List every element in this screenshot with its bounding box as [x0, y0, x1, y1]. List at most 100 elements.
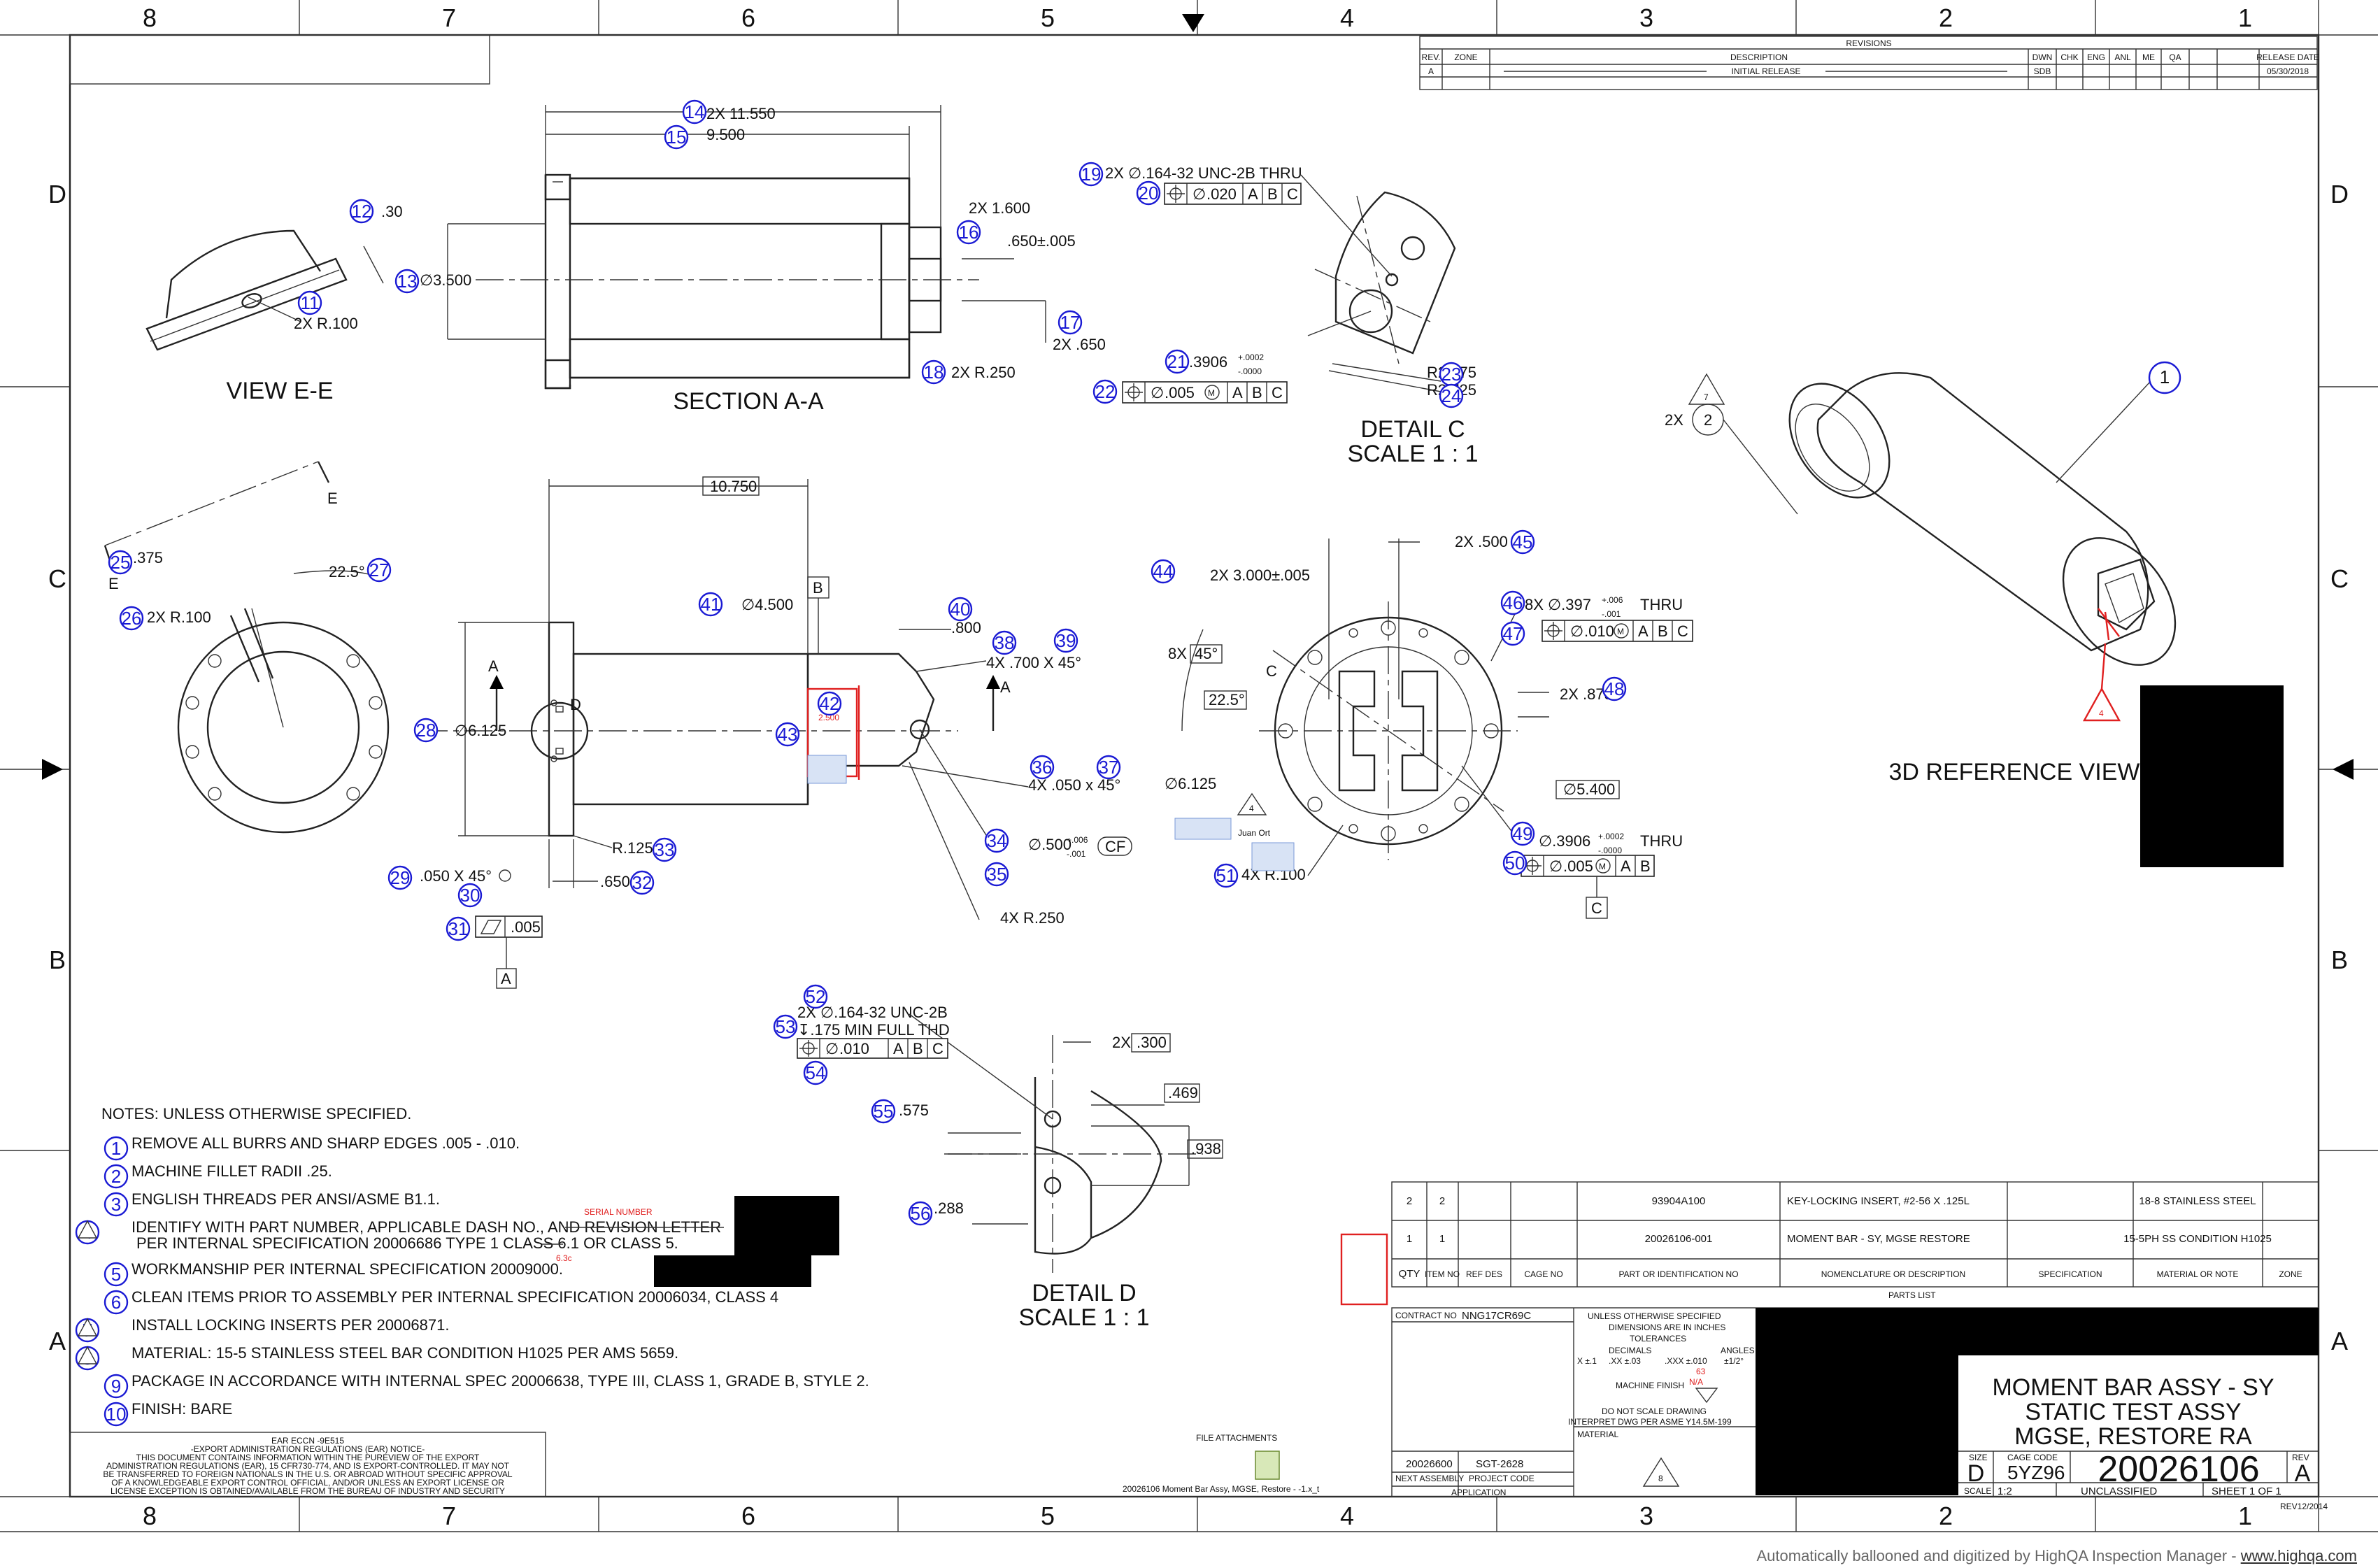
inspection-balloon[interactable]: 56 — [908, 1201, 933, 1226]
inspection-balloon[interactable]: 47 — [1500, 621, 1525, 646]
inspection-balloon[interactable]: 33 — [652, 837, 677, 862]
inspection-balloon[interactable]: 18 — [921, 359, 946, 385]
inspection-balloon[interactable]: 16 — [956, 220, 981, 245]
svg-text:DECIMALS: DECIMALS — [1609, 1346, 1651, 1355]
zone-col-1: 1 — [2238, 3, 2252, 32]
inspection-balloon[interactable]: 55 — [871, 1099, 896, 1124]
fcf-31-flatness: .005 — [475, 915, 543, 938]
inspection-balloon[interactable]: 11 — [297, 290, 322, 315]
inspection-balloon[interactable]: 48 — [1602, 676, 1627, 701]
inspection-balloon[interactable]: 44 — [1151, 559, 1176, 584]
svg-text:QTY: QTY — [1399, 1268, 1421, 1280]
svg-text:.020: .020 — [1206, 185, 1237, 203]
svg-text:.650±.005: .650±.005 — [1007, 232, 1076, 250]
inspection-balloon[interactable]: 20 — [1136, 180, 1161, 206]
balloon-circle — [984, 862, 1009, 887]
balloon-circle — [1213, 863, 1239, 888]
inspection-balloon[interactable]: 46 — [1500, 590, 1525, 615]
svg-text:2: 2 — [1439, 1195, 1445, 1207]
inspection-balloon[interactable]: 13 — [394, 269, 420, 294]
balloon-circle — [1602, 676, 1627, 701]
balloon-number: 24 — [1441, 385, 1462, 406]
svg-text:∅.3906: ∅.3906 — [1539, 832, 1590, 850]
rev-row-date: 05/30/2018 — [2267, 66, 2309, 76]
inspection-balloon[interactable]: 49 — [1510, 821, 1535, 846]
inspection-balloon[interactable]: 26 — [119, 606, 144, 631]
svg-text:22.5°: 22.5° — [329, 563, 365, 580]
inspection-balloon[interactable]: 23 — [1439, 362, 1464, 387]
svg-text:A: A — [1000, 678, 1011, 696]
balloon-number: 43 — [778, 724, 798, 745]
svg-text:CF: CF — [1105, 838, 1125, 855]
inspection-balloon[interactable]: 24 — [1439, 383, 1464, 408]
inspection-balloon[interactable]: 30 — [457, 883, 483, 908]
inspection-balloon[interactable]: 22 — [1092, 379, 1118, 404]
inspection-balloon[interactable]: 25 — [108, 550, 133, 575]
zone-col-4: 4 — [1340, 3, 1354, 32]
detail-c: 2X ∅.164-32 UNC-2B THRU .3906 +.0002 -.0… — [1105, 164, 1479, 467]
balloon-circle — [1151, 559, 1176, 584]
inspection-balloon[interactable]: 6 — [104, 1290, 129, 1315]
inspection-balloon[interactable]: 15 — [664, 124, 689, 150]
inspection-balloon[interactable]: 31 — [446, 916, 471, 941]
inspection-balloon[interactable]: 10 — [104, 1402, 129, 1427]
svg-text:PROJECT CODE: PROJECT CODE — [1469, 1474, 1535, 1483]
inspection-balloon[interactable]: 41 — [698, 592, 723, 617]
inspection-balloon[interactable]: 54 — [803, 1060, 828, 1085]
inspection-balloon[interactable]: 2 — [104, 1164, 129, 1189]
svg-text:2X .650: 2X .650 — [1053, 336, 1106, 353]
inspection-balloon[interactable]: 34 — [984, 828, 1009, 853]
svg-text:-EXPORT ADMINISTRATION REGULAT: -EXPORT ADMINISTRATION REGULATIONS (EAR)… — [191, 1444, 425, 1454]
balloon-circle — [1096, 755, 1121, 780]
fcf-22: ∅ .005 M A B C — [1122, 381, 1288, 404]
note-8: MATERIAL: 15-5 STAINLESS STEEL BAR CONDI… — [131, 1344, 678, 1362]
inspection-balloon[interactable]: 1 — [104, 1136, 129, 1161]
svg-text:MATERIAL OR NOTE: MATERIAL OR NOTE — [2157, 1269, 2239, 1279]
zone-col-7: 7 — [442, 3, 456, 32]
balloon-circle — [948, 597, 973, 622]
inspection-balloon[interactable]: 5 — [104, 1262, 129, 1287]
inspection-balloon[interactable]: 19 — [1078, 162, 1104, 187]
inspection-balloon[interactable]: 45 — [1510, 529, 1535, 555]
inspection-balloon[interactable]: 43 — [775, 722, 800, 747]
svg-text:EAR ECCN -9E515: EAR ECCN -9E515 — [271, 1436, 344, 1446]
inspection-balloon[interactable]: 37 — [1096, 755, 1121, 780]
inspection-balloon[interactable]: 12 — [349, 199, 374, 224]
balloon-number: 27 — [369, 560, 390, 580]
inspection-balloon[interactable]: 35 — [984, 862, 1009, 887]
inspection-balloon[interactable]: 32 — [629, 870, 655, 895]
balloon-number: 35 — [987, 864, 1007, 885]
inspection-balloon[interactable]: 38 — [992, 630, 1017, 655]
inspection-balloon[interactable]: 14 — [682, 99, 707, 124]
svg-text:1: 1 — [2160, 366, 2170, 387]
svg-text:SPECIFICATION: SPECIFICATION — [2038, 1269, 2102, 1279]
inspection-balloon[interactable]: 50 — [1502, 850, 1528, 876]
inspection-balloon[interactable]: 3 — [104, 1192, 129, 1217]
inspection-balloon[interactable]: 40 — [948, 597, 973, 622]
balloon-number: 49 — [1513, 823, 1533, 844]
inspection-balloon[interactable]: 28 — [413, 718, 439, 743]
inspection-balloon[interactable]: 42 — [817, 691, 842, 716]
inspection-balloon[interactable]: 17 — [1058, 310, 1083, 335]
balloon-number: 20 — [1139, 183, 1159, 204]
inspection-balloon[interactable]: 39 — [1053, 628, 1078, 653]
drawing-number: 20026106 — [2098, 1449, 2259, 1490]
inspection-balloon[interactable]: 53 — [773, 1014, 798, 1039]
balloon-number: 10 — [106, 1404, 127, 1425]
footer-link[interactable]: www.highqa.com — [2240, 1547, 2357, 1565]
balloon-circle — [698, 592, 723, 617]
inspection-balloon[interactable]: 29 — [387, 865, 413, 890]
balloon-number: 37 — [1099, 757, 1119, 778]
balloon-number: 19 — [1081, 164, 1102, 185]
inspection-balloon[interactable]: 21 — [1165, 349, 1190, 374]
balloon-circle — [394, 269, 420, 294]
svg-text:.800: .800 — [951, 619, 981, 636]
inspection-balloon[interactable]: 52 — [803, 984, 828, 1009]
balloon-circle — [1092, 379, 1118, 404]
svg-text:.288: .288 — [934, 1199, 964, 1217]
inspection-balloon[interactable]: 36 — [1030, 755, 1055, 780]
balloon-number: 14 — [685, 101, 705, 122]
inspection-balloon[interactable]: 27 — [366, 557, 392, 583]
inspection-balloon[interactable]: 9 — [104, 1374, 129, 1399]
inspection-balloon[interactable]: 51 — [1213, 863, 1239, 888]
